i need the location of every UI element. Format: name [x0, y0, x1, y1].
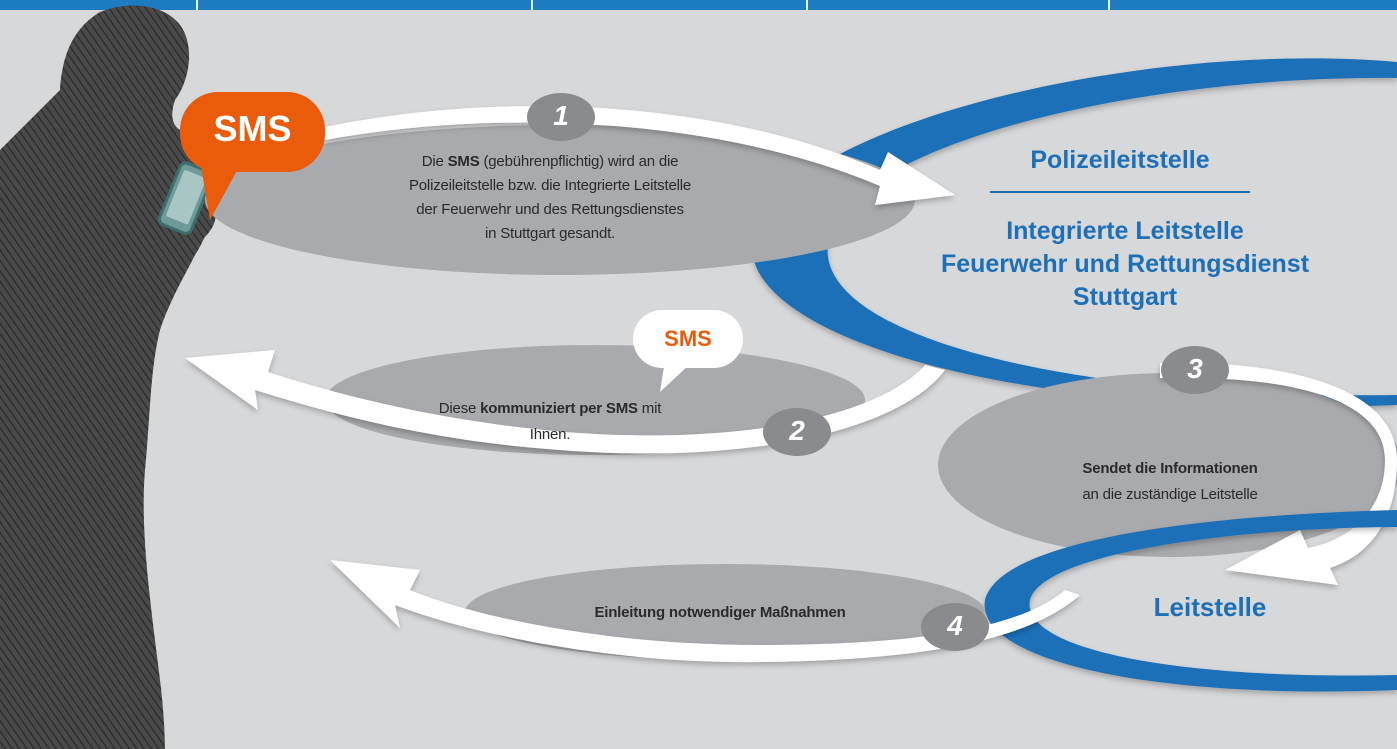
- step-badge: [763, 408, 831, 456]
- phone-icon: [157, 161, 214, 235]
- top-bar-divider: [806, 0, 808, 10]
- arrow-icon: [185, 350, 945, 454]
- step1-ellipse: [205, 125, 915, 275]
- step2-text: Diese kommuniziert per SMS mit Ihnen.: [438, 400, 662, 443]
- step1-text: Die SMS (gebührenpflichtig) wird an die …: [408, 153, 692, 242]
- step-number-1: 1: [553, 100, 569, 131]
- step3-ellipse: [938, 373, 1397, 557]
- sms-bubble-small: [633, 310, 743, 392]
- step-badge: [921, 603, 989, 651]
- arrow-icon: [320, 106, 955, 205]
- main-center-subtitle: Integrierte Leitstelle Feuerwehr und Ret…: [940, 217, 1310, 311]
- sms-bubble-large: [180, 92, 325, 220]
- step3-text: Sendet die Informationen an die zuständi…: [1082, 460, 1258, 503]
- step-number-4: 4: [947, 610, 963, 641]
- step-number-2: 2: [789, 415, 805, 446]
- step-number-3: 3: [1187, 353, 1203, 384]
- main-center-title: Polizeileitstelle: [1030, 146, 1210, 174]
- control-center-ring: [752, 58, 1397, 407]
- top-bar-divider: [196, 0, 198, 10]
- top-bar-divider: [531, 0, 533, 10]
- step-badge: [1161, 346, 1229, 394]
- step-badge: [527, 93, 595, 141]
- local-center-title: Leitstelle: [1153, 592, 1267, 622]
- step4-text: Einleitung notwendiger Maßnahmen: [594, 604, 846, 621]
- arrow-icon: [330, 560, 1080, 663]
- sms-bubble-large-label: SMS: [213, 108, 292, 149]
- local-center-ring: [984, 510, 1397, 692]
- top-bar-divider: [1108, 0, 1110, 10]
- top-bar: [0, 0, 1397, 10]
- sms-bubble-small-label: SMS: [664, 326, 712, 351]
